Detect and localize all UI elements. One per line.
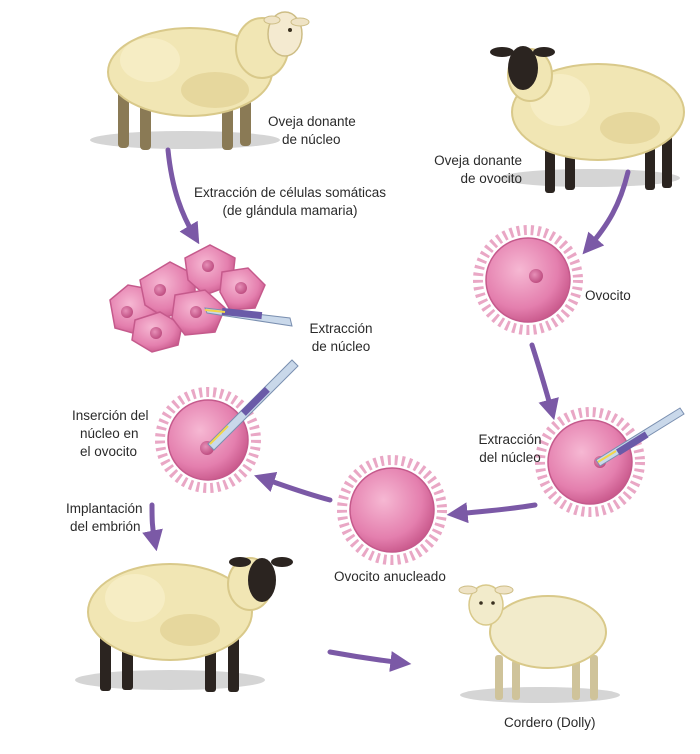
label-insertion: Inserción del núcleo en el ovocito (72, 408, 149, 459)
label-extraction-somatic: Extracción de células somáticas (de glán… (193, 185, 387, 218)
sheep-black-face-bottom-icon (75, 557, 293, 692)
label-enucleated: Ovocito anucleado (334, 569, 446, 584)
sheep-black-face-icon (490, 46, 685, 193)
arrows (142, 147, 631, 672)
label-lamb: Cordero (Dolly) (504, 715, 596, 730)
label-implantation: Implantación del embrión (66, 501, 143, 534)
label-donor-nucleus: Oveja donante de núcleo (268, 114, 356, 147)
label-oocyte: Ovocito (585, 288, 631, 303)
enucleated-oocyte-icon (337, 455, 447, 565)
sheep-white-face-icon (90, 11, 310, 150)
lamb-icon (458, 584, 620, 703)
label-donor-oocyte: Oveja donante de ovocito (434, 153, 522, 186)
label-nucleus-extraction-left: Extracción de núcleo (309, 321, 373, 354)
insertion-oocyte-icon (155, 359, 299, 493)
somatic-cells-icon (109, 244, 293, 353)
oocyte-icon (473, 225, 583, 335)
label-nucleus-extraction-right: Extracción del núcleo (478, 432, 542, 465)
extraction-oocyte-icon (535, 407, 685, 517)
